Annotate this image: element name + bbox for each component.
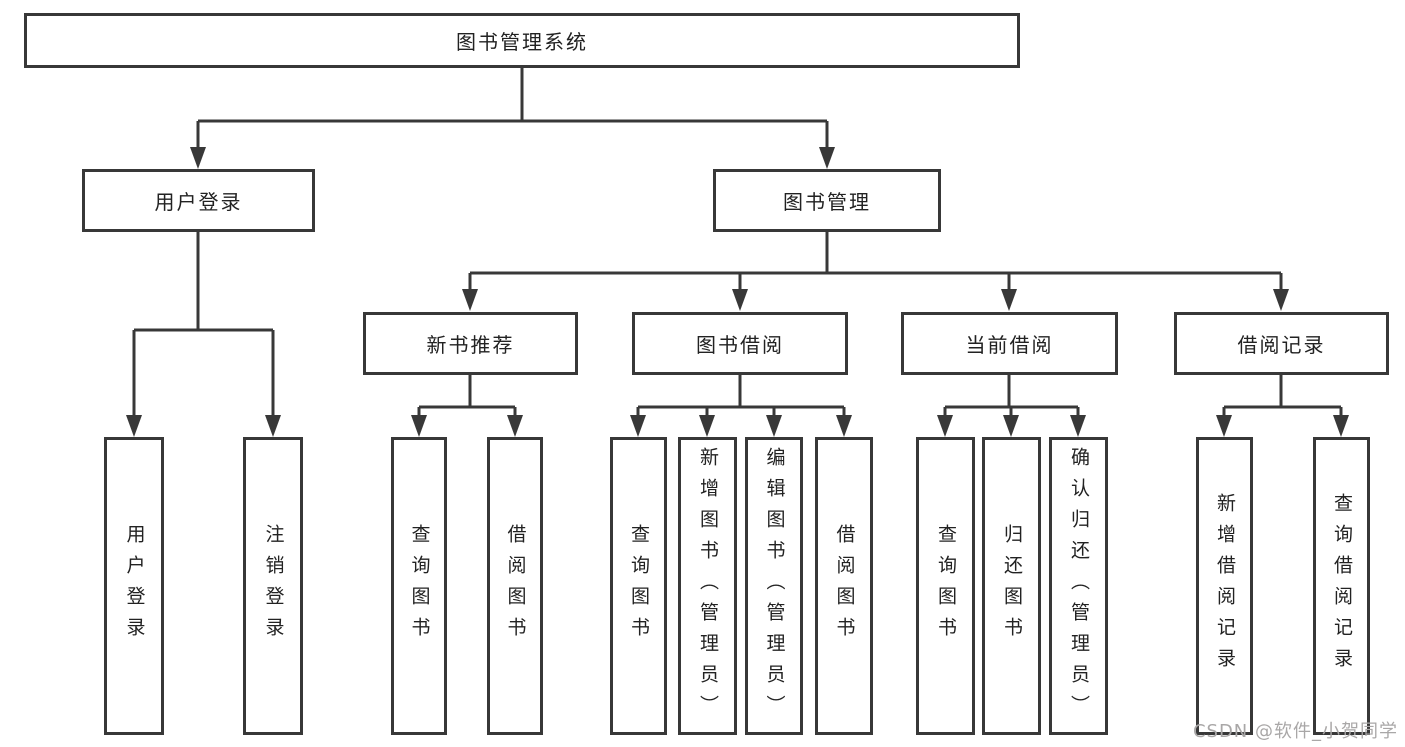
leaf-cb-return-books-label: 归还图书	[1001, 524, 1023, 648]
leaf-cb-query-books-label: 查询图书	[935, 524, 957, 648]
leaf-nb-query-books: 查询图书	[391, 437, 447, 735]
leaf-bb-add-book-admin: 新增图书（管理员）	[678, 437, 737, 735]
node-root-system: 图书管理系统	[24, 13, 1020, 68]
leaf-user-login: 用户登录	[104, 437, 164, 735]
leaf-bb-edit-book-admin: 编辑图书（管理员）	[745, 437, 803, 735]
node-borrow-records: 借阅记录	[1174, 312, 1389, 375]
leaf-br-add-record-label: 新增借阅记录	[1214, 493, 1236, 679]
leaf-nb-query-books-label: 查询图书	[408, 524, 431, 648]
leaf-bb-borrow-books-label: 借阅图书	[833, 524, 856, 648]
watermark: CSDN @软件_小贺同学	[1192, 721, 1398, 742]
leaf-user-login-label: 用户登录	[123, 524, 146, 648]
leaf-br-query-record-label: 查询借阅记录	[1331, 493, 1353, 679]
node-new-book-recommend: 新书推荐	[363, 312, 578, 375]
leaf-logout-login: 注销登录	[243, 437, 303, 735]
leaf-bb-borrow-books: 借阅图书	[815, 437, 873, 735]
node-current-borrow: 当前借阅	[901, 312, 1118, 375]
leaf-br-add-record: 新增借阅记录	[1196, 437, 1253, 735]
leaf-cb-return-books: 归还图书	[982, 437, 1041, 735]
node-branch-book-management: 图书管理	[713, 169, 941, 232]
leaf-bb-query-books: 查询图书	[610, 437, 667, 735]
leaf-cb-confirm-return-admin-label: 确认归还（管理员）	[1068, 446, 1090, 726]
node-branch-user-login: 用户登录	[82, 169, 315, 232]
node-book-borrow: 图书借阅	[632, 312, 848, 375]
leaf-cb-query-books: 查询图书	[916, 437, 975, 735]
leaf-cb-confirm-return-admin: 确认归还（管理员）	[1049, 437, 1108, 735]
leaf-bb-query-books-label: 查询图书	[628, 524, 650, 648]
leaf-nb-borrow-books: 借阅图书	[487, 437, 543, 735]
leaf-nb-borrow-books-label: 借阅图书	[504, 524, 527, 648]
leaf-bb-add-book-admin-label: 新增图书（管理员）	[697, 446, 719, 726]
leaf-bb-edit-book-admin-label: 编辑图书（管理员）	[763, 446, 786, 726]
leaf-br-query-record: 查询借阅记录	[1313, 437, 1370, 735]
leaf-logout-login-label: 注销登录	[262, 524, 285, 648]
